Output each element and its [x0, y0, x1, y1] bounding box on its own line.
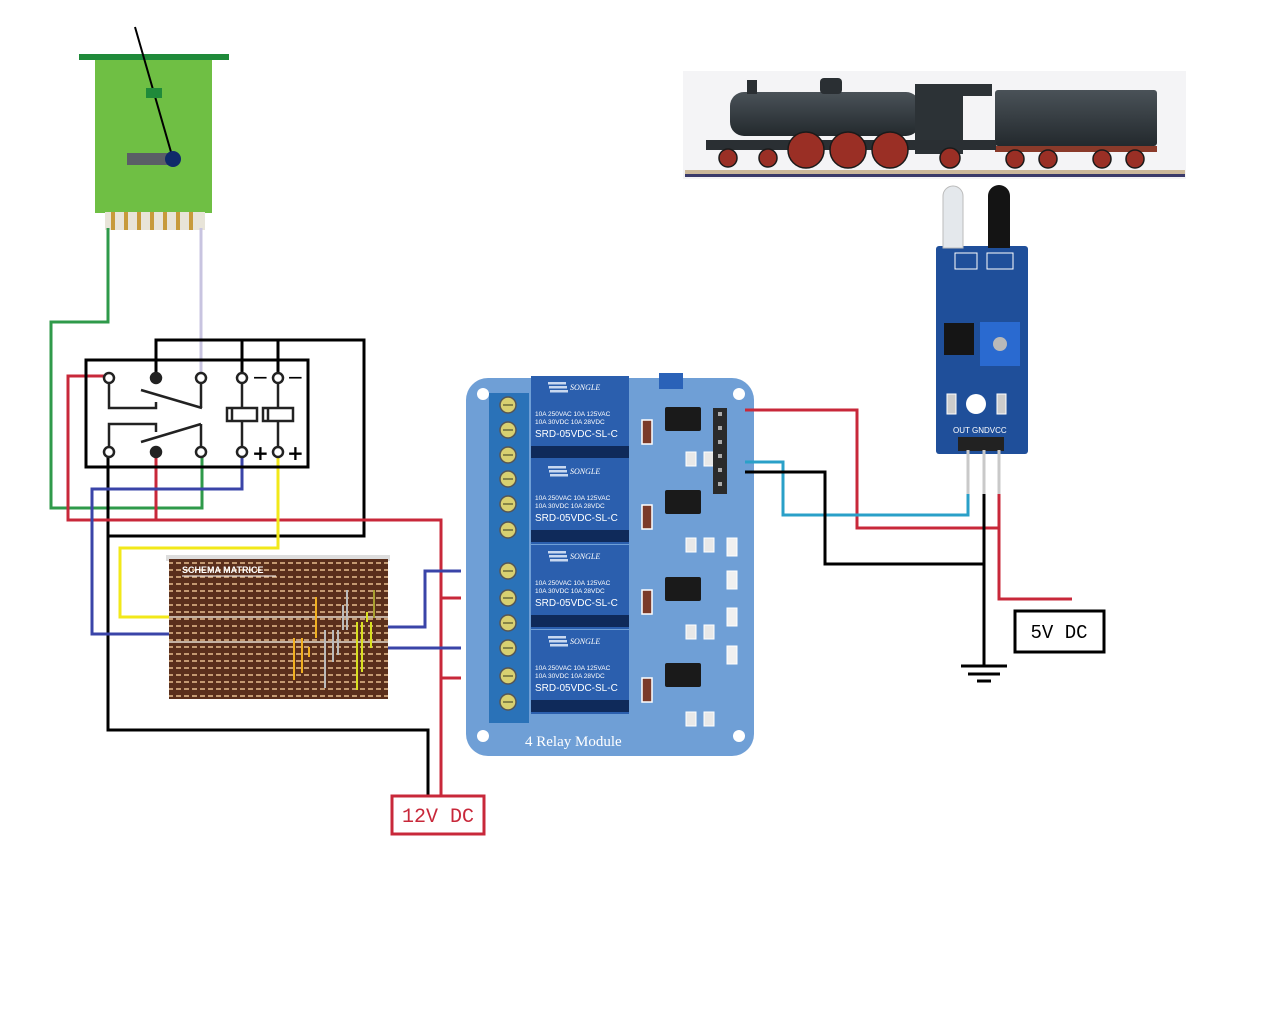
relay-rating: 10A 250VAC 10A 125VAC	[535, 411, 611, 418]
label-12v-dc: 12V DC	[402, 806, 474, 829]
ir-receiver-led	[988, 185, 1010, 248]
relay-brand: SONGLE	[570, 383, 600, 392]
minus-label-1: −	[252, 365, 269, 389]
pivot	[165, 151, 181, 167]
wire-red-5v	[997, 494, 1072, 601]
wire-black-12v	[106, 453, 430, 795]
lever-guide	[146, 88, 162, 98]
stripboard: SCHEMA MATRICE	[166, 555, 390, 699]
coil-1	[225, 406, 259, 423]
lever-arm	[127, 153, 175, 165]
left-wires	[49, 228, 500, 795]
relay-model: SRD-05VDC-SL-C	[535, 513, 618, 524]
wire-green	[49, 228, 204, 510]
stripboard-body	[169, 559, 388, 699]
module-label: 4 Relay Module	[525, 734, 622, 750]
wire-red-12v	[66, 374, 443, 795]
power-12v: 12V DC	[390, 794, 486, 836]
diodes	[641, 419, 653, 703]
locomotive-image	[683, 71, 1186, 179]
plus-label-2: +	[287, 441, 304, 465]
screw-terminals	[499, 396, 517, 711]
relay-rating: 10A 30VDC 10A 28VDC	[535, 503, 605, 510]
relay-brand: SONGLE	[570, 637, 600, 646]
mount-hole	[733, 388, 745, 400]
relay-rating: 10A 30VDC 10A 28VDC	[535, 673, 605, 680]
switch-card	[79, 26, 229, 230]
relay-rating: 10A 250VAC 10A 125VAC	[535, 580, 611, 587]
plus-label-1: +	[252, 441, 269, 465]
mount-hole	[477, 388, 489, 400]
mount-hole	[477, 730, 489, 742]
stripboard-label: SCHEMA MATRICE	[182, 565, 264, 575]
ir-sensor: OUT GNDVCC	[936, 185, 1028, 494]
right-wires	[745, 408, 1072, 666]
relay-model: SRD-05VDC-SL-C	[535, 598, 618, 609]
wire-yellow	[118, 453, 280, 619]
wire-blue-coil	[90, 453, 244, 636]
relay-outline	[84, 358, 310, 469]
card-body	[95, 58, 212, 213]
pin-labels: OUT GNDVCC	[953, 426, 1007, 435]
relay-rating: 10A 250VAC 10A 125VAC	[535, 665, 611, 672]
status-leds	[726, 537, 738, 665]
jumper-wires	[293, 590, 375, 690]
rail-line	[685, 174, 1185, 177]
mount-hole	[733, 730, 745, 742]
relay-rating: 10A 30VDC 10A 28VDC	[535, 588, 605, 595]
sensor-mount-hole	[966, 394, 986, 414]
relay-rating: 10A 250VAC 10A 125VAC	[535, 495, 611, 502]
relay-brand: SONGLE	[570, 552, 600, 561]
switch-blade-bottom	[140, 422, 202, 444]
wire-red-vcc	[745, 408, 999, 530]
label-5v-dc: 5V DC	[1030, 622, 1087, 644]
coil-2	[261, 406, 295, 423]
wheels	[718, 131, 1145, 169]
relay-model: SRD-05VDC-SL-C	[535, 429, 618, 440]
comparator-ic	[944, 323, 974, 355]
relay-model: SRD-05VDC-SL-C	[535, 683, 618, 694]
ground-icon	[961, 664, 1007, 683]
power-5v: 5V DC	[1013, 609, 1106, 654]
tender	[995, 90, 1157, 146]
minus-label-2: −	[287, 365, 304, 389]
jd-vcc-jumper[interactable]	[659, 373, 683, 389]
input-header[interactable]	[713, 408, 727, 494]
resistors	[685, 451, 715, 727]
switch-blade-top	[140, 388, 203, 410]
dpdt-relay: − − + +	[84, 358, 310, 469]
sensor-header	[958, 437, 1004, 451]
boiler	[730, 92, 920, 136]
nc-contact-bottom	[107, 422, 158, 447]
relay-rating: 10A 30VDC 10A 28VDC	[535, 419, 605, 426]
wire-cyan-signal	[745, 460, 970, 517]
relay-brand: SONGLE	[570, 467, 600, 476]
nc-contact-top	[107, 384, 158, 410]
terminals	[102, 371, 285, 459]
wire-black-gnd-module	[745, 470, 983, 566]
ir-emitter-led	[942, 185, 964, 249]
optocouplers	[665, 407, 701, 687]
edge-contacts	[111, 212, 193, 230]
card-bracket	[79, 54, 229, 60]
